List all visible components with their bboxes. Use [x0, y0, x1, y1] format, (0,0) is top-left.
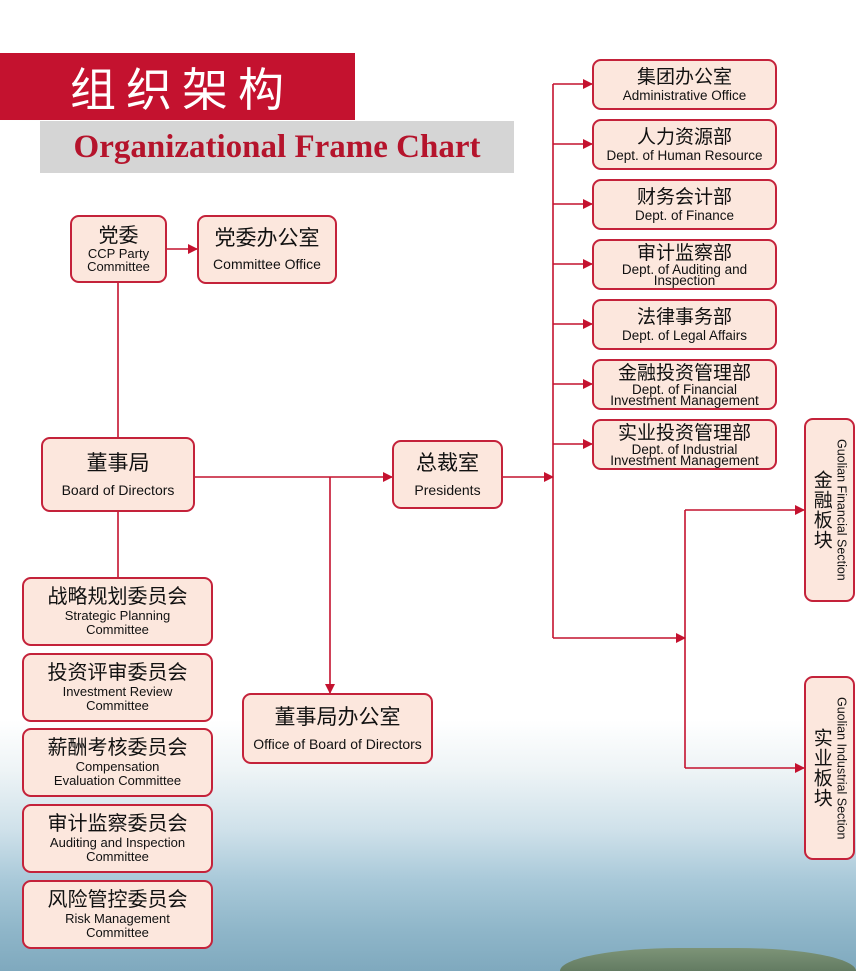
node-label-en: Administrative Office [622, 88, 747, 103]
node-label-en: Dept. of Finance [634, 208, 735, 223]
shoreline-decoration [560, 948, 856, 971]
node-label-en: Dept. of Auditing and Inspection [621, 261, 748, 288]
node-label-cn: 董事局办公室 [274, 704, 401, 729]
node-department: 财务会计部 Dept. of Finance [592, 179, 777, 230]
node-label-en: Guolian Financial Section [834, 439, 849, 581]
node-label-en: Investment Review Committee [62, 684, 173, 713]
node-label-cn: 审计监察部 [636, 241, 732, 264]
node-label-en: Guolian Industrial Section [834, 696, 849, 840]
node-department: 审计监察部 Dept. of Auditing and Inspection [592, 239, 777, 290]
node-label-en: Compensation Evaluation Committee [53, 759, 182, 788]
node-ccp-party: 党委 CCP Party Committee [70, 215, 167, 283]
node-label-en: Dept. of Industrial Investment Managemen… [610, 441, 759, 468]
node-label-cn: 金融投资管理部 [617, 361, 751, 384]
node-label-cn: 总裁室 [416, 450, 479, 475]
node-label-cn: 金融板块 [810, 470, 833, 550]
node-label-cn: 审计监察委员会 [47, 811, 188, 835]
node-party-office: 党委办公室 Committee Office [197, 215, 337, 284]
node-department: 人力资源部 Dept. of Human Resource [592, 119, 777, 170]
node-label-en: Board of Directors [61, 481, 175, 498]
node-committee: 战略规划委员会 Strategic Planning Committee [22, 577, 213, 646]
node-committee: 审计监察委员会 Auditing and Inspection Committe… [22, 804, 213, 873]
node-committee: 薪酬考核委员会 Compensation Evaluation Committe… [22, 728, 213, 797]
node-board-office: 董事局办公室 Office of Board of Directors [242, 693, 433, 764]
node-label-en: Auditing and Inspection Committee [49, 835, 186, 864]
node-section-industrial: 实业板块 Guolian Industrial Section [804, 676, 855, 860]
node-label-cn: 法律事务部 [636, 306, 732, 328]
node-label-en-text: CCP Party Committee [87, 246, 150, 274]
node-board-of-directors: 董事局 Board of Directors [41, 437, 195, 512]
node-label-en: Strategic Planning Committee [64, 608, 171, 637]
node-label-en: Dept. of Financial Investment Management [610, 381, 759, 408]
node-label-en: CCP Party Committee [87, 247, 150, 273]
node-committee: 投资评审委员会 Investment Review Committee [22, 653, 213, 722]
node-label-cn: 党委办公室 [214, 226, 320, 250]
node-department: 法律事务部 Dept. of Legal Affairs [592, 299, 777, 350]
node-label-en: Committee Office [213, 256, 321, 272]
node-label-en: Dept. of Legal Affairs [621, 328, 748, 343]
node-department: 集团办公室 Administrative Office [592, 59, 777, 110]
page-title-chinese: 组织架构 [0, 53, 355, 120]
node-label-cn: 风险管控委员会 [47, 887, 188, 911]
page-title-english: Organizational Frame Chart [40, 121, 514, 173]
node-label-en: Risk Management Committee [65, 911, 170, 940]
node-label-cn: 集团办公室 [636, 66, 732, 88]
node-department: 金融投资管理部 Dept. of Financial Investment Ma… [592, 359, 777, 410]
node-label-cn: 实业板块 [810, 728, 833, 808]
node-label-cn: 战略规划委员会 [47, 584, 188, 608]
node-department: 实业投资管理部 Dept. of Industrial Investment M… [592, 419, 777, 470]
node-label-cn: 党委 [98, 223, 139, 247]
node-presidents: 总裁室 Presidents [392, 440, 503, 509]
node-label-cn: 投资评审委员会 [47, 660, 188, 684]
node-committee: 风险管控委员会 Risk Management Committee [22, 880, 213, 949]
node-label-cn: 董事局 [86, 450, 150, 475]
node-label-cn: 薪酬考核委员会 [47, 735, 188, 759]
node-label-en: Office of Board of Directors [253, 735, 422, 752]
node-section-financial: 金融板块 Guolian Financial Section [804, 418, 855, 602]
node-label-en: Presidents [414, 481, 481, 498]
node-label-cn: 财务会计部 [636, 186, 732, 208]
node-label-en: Dept. of Human Resource [606, 148, 763, 163]
node-label-cn: 实业投资管理部 [617, 421, 751, 444]
node-label-cn: 人力资源部 [636, 126, 732, 148]
